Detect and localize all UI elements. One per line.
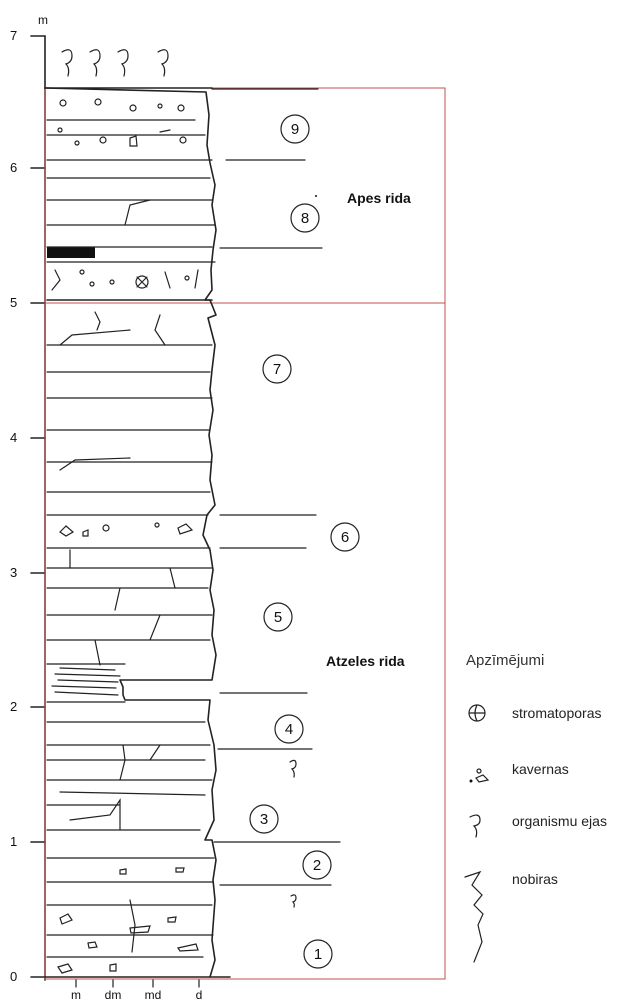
svg-text:stromatoporas: stromatoporas (512, 705, 601, 721)
svg-text:7: 7 (10, 28, 17, 43)
svg-text:2: 2 (313, 857, 321, 874)
burrow-icon (470, 815, 480, 837)
svg-text:nobiras: nobiras (512, 871, 558, 887)
svg-text:3: 3 (10, 565, 17, 580)
tick-2: 2 (10, 699, 45, 714)
svg-text:0: 0 (10, 969, 17, 984)
bed-number-5: 5 (264, 603, 292, 631)
legend-item-stylolites: nobiras (465, 871, 558, 962)
legend-item-caverns: kavernas (470, 761, 569, 783)
bed-number-3: 3 (250, 805, 278, 833)
tick-1: 1 (10, 834, 45, 849)
svg-text:7: 7 (273, 361, 281, 378)
grain-d: d (196, 988, 203, 1000)
bed-boundaries (210, 89, 340, 977)
svg-text:organismu ejas: organismu ejas (512, 813, 607, 829)
depth-axis: m 7 6 5 4 3 2 1 0 (10, 13, 48, 984)
bed-number-6: 6 (331, 523, 359, 551)
grain-size-axis: m dm md d (71, 980, 202, 1000)
atzeles-rida-label: Atzeles rida (326, 653, 405, 669)
legend-title: Apzīmējumi (466, 652, 544, 669)
svg-text:6: 6 (341, 529, 349, 546)
tick-4: 4 (10, 430, 45, 445)
svg-text:4: 4 (285, 721, 293, 738)
tick-0: 0 (10, 969, 45, 984)
stylolite-icon (465, 872, 483, 962)
legend-item-burrows: organismu ejas (470, 813, 607, 837)
svg-text:1: 1 (314, 946, 322, 963)
black-layer (47, 247, 95, 258)
tick-5: 5 (10, 295, 45, 310)
tick-7: 7 (10, 28, 45, 43)
svg-text:5: 5 (10, 295, 17, 310)
burrow-symbols-top (62, 50, 168, 76)
svg-text:2: 2 (10, 699, 17, 714)
grain-md: md (145, 988, 162, 1000)
legend: Apzīmējumi stromatoporas kavernas organi… (465, 652, 607, 962)
grain-dm: dm (105, 988, 122, 1000)
bed-number-9: 9 (281, 115, 309, 143)
bed-number-8: 8 (291, 195, 319, 232)
svg-text:kavernas: kavernas (512, 761, 569, 777)
svg-text:4: 4 (10, 430, 17, 445)
tick-3: 3 (10, 565, 45, 580)
caverns-icon (470, 769, 489, 783)
bed-number-2: 2 (291, 851, 331, 907)
svg-text:6: 6 (10, 160, 17, 175)
axis-unit-label: m (38, 13, 48, 27)
stromatopora-icon (469, 705, 485, 721)
svg-text:3: 3 (260, 811, 268, 828)
bed-number-1: 1 (304, 940, 332, 968)
atzeles-rida-box (45, 303, 445, 979)
svg-text:8: 8 (301, 210, 309, 227)
apes-rida-label: Apes rida (347, 190, 411, 206)
legend-item-stromatopora: stromatoporas (469, 705, 601, 721)
svg-text:9: 9 (291, 121, 299, 138)
tick-6: 6 (10, 160, 45, 175)
svg-text:5: 5 (274, 609, 282, 626)
bed-number-4: 4 (275, 715, 303, 777)
bed-number-7: 7 (263, 355, 291, 383)
lithology-column (45, 88, 216, 977)
svg-text:1: 1 (10, 834, 17, 849)
grain-m: m (71, 988, 81, 1000)
